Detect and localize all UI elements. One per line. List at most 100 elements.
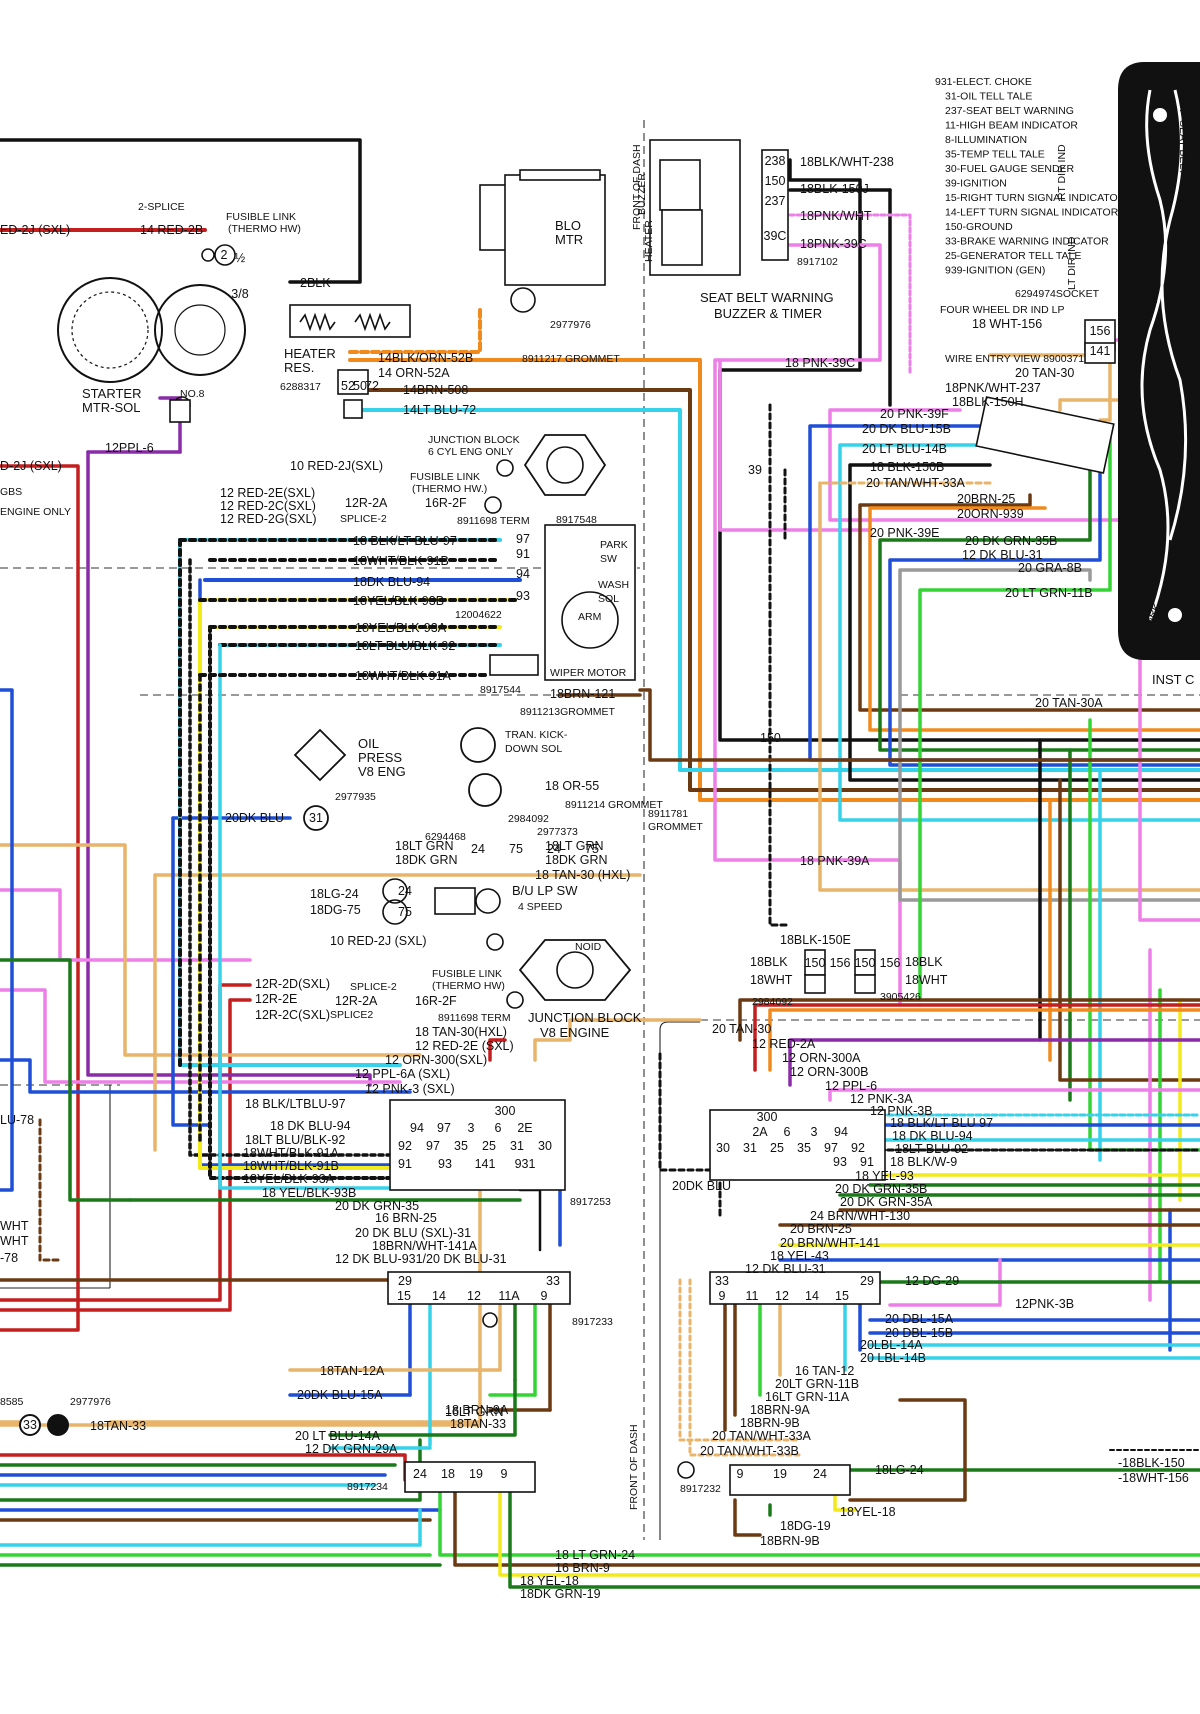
wire-label-w-wht1: WHT: [0, 1219, 29, 1233]
tran-kick-label: TRAN. KICK-DOWN SOL: [505, 729, 568, 755]
wire-label-w-93b: 18YEL/BLK-93B: [353, 594, 444, 608]
wire-label-w-3b: 12 PNK-3B: [870, 1104, 933, 1118]
wire-label-w-39e: 20 PNK-39E: [870, 526, 939, 540]
connector-pin: 29: [398, 1274, 412, 1288]
pin-half: ½: [235, 251, 246, 265]
buzzer-timer-label: BUZZER & TIMER: [714, 306, 822, 321]
connector-pin: 18: [441, 1467, 455, 1481]
wire-label-w-43: 18 YEL-43: [770, 1249, 829, 1263]
connector-pin: 9: [541, 1289, 548, 1303]
wire-label-w-2c-low: 12R-2C(SXL): [255, 1008, 330, 1022]
connector-pin: 9: [719, 1289, 726, 1303]
buzzer-label: BUZZER: [636, 173, 648, 215]
wire-label-w-39: 39: [748, 463, 762, 477]
wire-label-w-24r: 18LT GRN: [545, 839, 604, 853]
wire-label-w-931: 12 DK BLU-931/20 DK BLU-31: [335, 1252, 507, 1266]
wire-label-w-15b: 20 DK BLU-15B: [862, 422, 951, 436]
legend-item: 150-GROUND: [945, 221, 1013, 233]
component-part-2984092b: 2984092: [752, 996, 793, 1008]
wire-label-w-ppl6: 12 PPL-6: [825, 1079, 877, 1093]
arm-label: ARM: [578, 611, 601, 623]
legend-item: 931-ELECT. CHOKE: [935, 76, 1032, 88]
connector-pin: 6: [784, 1125, 791, 1139]
legend-item: 33-BRAKE WARNING INDICATOR: [945, 236, 1109, 248]
wire-labels: ED-2J (SXL)14 RED-2B2BLK14BLK/ORN-52B14 …: [0, 155, 1189, 1601]
connector-pin: 24: [398, 884, 412, 898]
wire-label-w-ltgrn24: 18 LT GRN-24: [555, 1548, 635, 1562]
legend-item: 39-IGNITION: [945, 178, 1007, 190]
wire-label-w-w9: 18 BLK/W-9: [890, 1155, 957, 1169]
wire-label-w-52b: 14BLK/ORN-52B: [378, 351, 473, 365]
connector-pin: 35: [797, 1141, 811, 1155]
component-splice-top: 2-SPLICE: [138, 201, 185, 213]
wires: [0, 138, 1200, 1589]
wire-label-w-3-sxl: 12 PNK-3 (SXL): [365, 1082, 455, 1096]
part-8917544: 8917544: [480, 684, 521, 696]
wire-label-w-939: 20ORN-939: [957, 507, 1024, 521]
connector-pin: 93: [438, 1157, 452, 1171]
cluster-rt-dir-ind: RT DIR IND: [1056, 144, 1068, 200]
connector-pin: 19: [469, 1467, 483, 1481]
component-fusible-top: FUSIBLE LINK: [226, 211, 296, 223]
component-part-2977976: 2977976: [550, 319, 591, 331]
junction-block-v8: [486, 933, 632, 1009]
wire-label-w-brn9: 16 BRN-9: [555, 1561, 610, 1575]
wire-label-w-31-r: 12 DK BLU-31: [745, 1262, 826, 1276]
pin-oil-pin: 31: [309, 811, 323, 825]
connector-pin: 30: [538, 1139, 552, 1153]
wire-label-w-141: 20 BRN/WHT-141: [780, 1236, 880, 1250]
connector-pin: 150: [855, 956, 876, 970]
wire-label-w-15b-r: 20 DBL-15B: [885, 1326, 953, 1340]
cluster-lock: LOCK: [1147, 340, 1159, 369]
wire-label-w-dg29: 12 DG-29: [905, 1274, 959, 1288]
connector-pin: 300: [757, 1110, 778, 1124]
wire-label-w-150j: 18BLK-150J: [800, 182, 869, 196]
connector-pin: 33: [546, 1274, 560, 1288]
connector-pin: 15: [835, 1289, 849, 1303]
wire-label-w-33b: 20 TAN/WHT-33B: [700, 1444, 799, 1458]
seat-belt-label: SEAT BELT WARNING: [700, 290, 834, 305]
wire-label-w-14b-r: 20 LBL-14B: [860, 1351, 926, 1365]
connector-pin: 29: [860, 1274, 874, 1288]
component-socket: 6294974SOCKET: [1015, 288, 1100, 300]
connector-pin: 3: [811, 1125, 818, 1139]
wire-label-w-91a-b: 18WHT/BLK-91A: [243, 1146, 340, 1160]
wire-label-w-6a: 12 PPL-6A (SXL): [355, 1067, 450, 1081]
wire-label-w-156: -18WHT-156: [1118, 1471, 1189, 1485]
wire-label-w-yel18-b: 18 YEL-18: [520, 1574, 579, 1588]
wire-label-w-14b: 20 LT BLU-14B: [862, 442, 947, 456]
component-gbs: GBS: [0, 486, 22, 498]
wire-label-w-pnk-wht: 18PNK/WHT: [800, 209, 872, 223]
heater-resistor: [289, 304, 411, 419]
connector-pin: 156: [830, 956, 851, 970]
wire-label-w-35b-r: 20 DK GRN-35B: [835, 1182, 927, 1196]
noid-label: NOID: [575, 941, 602, 953]
connector-pin: 94: [410, 1121, 424, 1135]
bu-lp-sw-label: B/U LP SW: [512, 883, 578, 898]
connector-pin: 97: [426, 1139, 440, 1153]
connector-pin: 14: [805, 1289, 819, 1303]
component-splice-2c: SPLICE2: [330, 1009, 373, 1021]
wire-label-w-12-r: 16 TAN-12: [795, 1364, 854, 1378]
connector-pin: 2A: [752, 1125, 768, 1139]
wire-label-w-14a: 20 LT BLU-14A: [295, 1429, 381, 1443]
wire-label-w-39f: 20 PNK-39F: [880, 407, 949, 421]
wire-label-w-29a: 12 DK GRN-29A: [305, 1442, 398, 1456]
wire-label-w-18blk-r: 18BLK: [905, 955, 943, 969]
wire-label-w-78b: -78: [0, 1251, 18, 1265]
wire-label-w-2j-sxl-l: D-2J (SXL): [0, 459, 62, 473]
wire-label-w-93r: 18 YEL-93: [855, 1169, 914, 1183]
wire-label-w-238: 18BLK/WHT-238: [800, 155, 894, 169]
wire-label-w-16ltgrn: 16LT GRN: [445, 1405, 504, 1419]
connector-pin: 52: [341, 379, 355, 393]
connector-pin: 24: [547, 842, 561, 856]
wiper-motor-label: WIPER MOTOR: [550, 667, 627, 679]
part-8917233: 8917233: [572, 1316, 613, 1328]
front-of-dash-bottom: FRONT OF DASH: [628, 1424, 640, 1510]
connector-pin: 6: [495, 1121, 502, 1135]
